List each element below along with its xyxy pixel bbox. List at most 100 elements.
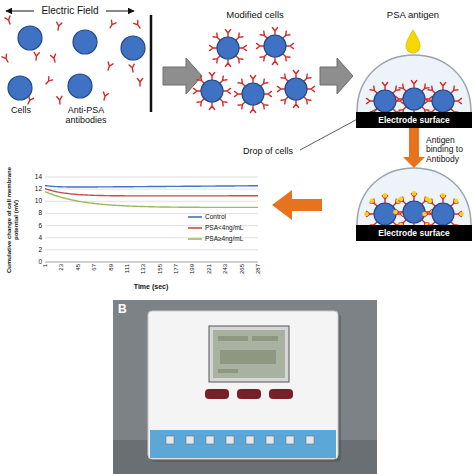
- antibody-symbol: [33, 52, 39, 60]
- antibody-symbol: [129, 64, 135, 72]
- callout-label: Drop of cells: [243, 147, 313, 157]
- cell: [18, 26, 42, 50]
- axis-tick: 67: [91, 264, 98, 282]
- axis-tick: 287: [255, 264, 262, 282]
- device-buttons: [205, 389, 293, 399]
- part-label: Anti-PSA antibodies: [55, 106, 117, 126]
- data-line: [45, 192, 258, 208]
- result-arrow: [272, 190, 322, 220]
- photo-background: [113, 300, 377, 474]
- axis-tick: 2: [24, 246, 42, 253]
- axis-tick: 221: [206, 264, 213, 282]
- modified-cells: [194, 28, 315, 113]
- cell: [68, 74, 92, 98]
- chart-series: [45, 186, 258, 208]
- data-line: [45, 189, 258, 196]
- antibody-symbol: [101, 92, 108, 101]
- connector-strip: [150, 430, 336, 458]
- legend-entry: PSA<4ng/mL: [188, 223, 260, 233]
- axis-tick: 0: [24, 258, 42, 265]
- electrode-sockets: [166, 436, 314, 444]
- axis-tick: 12: [24, 185, 42, 192]
- x-axis-line: [45, 262, 258, 263]
- step-label: Modified cells: [205, 10, 305, 20]
- antibody-symbol: [108, 20, 116, 29]
- data-line: [45, 186, 258, 188]
- axis-tick: 14: [24, 173, 42, 180]
- legend-line-sample: [188, 223, 202, 233]
- legend-text: Control: [205, 213, 226, 221]
- axis-tick: 10: [24, 197, 42, 204]
- legend-text: PSA<4ng/mL: [205, 224, 243, 232]
- antibody-symbol: [2, 54, 10, 63]
- axis-tick: 1: [42, 264, 49, 282]
- cells: [8, 26, 145, 100]
- axis-tick: 265: [238, 264, 245, 282]
- legend-line-sample: [188, 234, 202, 244]
- electrode-label: Electrode surface: [356, 225, 472, 241]
- drop-outline: [357, 168, 471, 225]
- legend-line-sample: [188, 238, 202, 240]
- axis-tick: 133: [140, 264, 147, 282]
- electrode-drop: Electrode surface: [356, 168, 472, 241]
- antibody-symbol: [55, 22, 61, 30]
- legend-entry: Control: [188, 212, 260, 222]
- cell: [73, 30, 97, 54]
- legend-text: PSA≥4ng/mL: [205, 235, 243, 243]
- modified-cell: [235, 76, 272, 113]
- electrode-label: Electrode surface: [356, 112, 472, 128]
- process-arrow: [409, 128, 419, 157]
- antibody-symbol: [137, 79, 142, 87]
- chart-gridlines: [45, 177, 258, 250]
- lcd-display: [213, 330, 285, 378]
- antibody-symbol: [106, 62, 113, 71]
- modified-cell: [396, 81, 433, 118]
- axis-tick: 6: [24, 222, 42, 229]
- free-antibodies: [2, 16, 143, 105]
- axis-tick: 243: [222, 264, 229, 282]
- axis-tick: 111: [124, 264, 131, 282]
- field-label: Electric Field: [20, 5, 120, 16]
- electrode-drop: Electrode surface: [356, 55, 472, 128]
- axis-tick: 89: [107, 264, 114, 282]
- electrode-plate: [150, 15, 153, 112]
- panel-letter: B: [118, 303, 134, 316]
- legend-line-sample: [188, 212, 202, 222]
- part-label: Cells: [3, 106, 39, 116]
- legend-line-sample: [188, 227, 202, 229]
- modified-cell: [194, 73, 231, 110]
- antibody-symbol: [44, 77, 53, 86]
- axis-tick: 177: [173, 264, 180, 282]
- antibody-symbol: [51, 54, 58, 63]
- legend-entry: PSA≥4ng/mL: [188, 234, 260, 244]
- axis-tick: 4: [24, 234, 42, 241]
- cell: [8, 76, 32, 100]
- step-label: PSA antigen: [363, 10, 463, 20]
- axis-title: Cumulative change of cell membrane poten…: [6, 165, 19, 275]
- drop-outline: [357, 55, 471, 112]
- axis-tick: 8: [24, 209, 42, 216]
- axis-tick: 23: [58, 264, 65, 282]
- axis-tick: 45: [74, 264, 81, 282]
- legend-line-sample: [188, 216, 202, 218]
- modified-cell: [278, 71, 315, 108]
- lcd-segments: [218, 336, 278, 373]
- antigen-drop: [406, 30, 420, 53]
- electrode-bar: [356, 112, 472, 128]
- antibody-symbol: [57, 96, 63, 104]
- electrode-bar: [356, 225, 472, 241]
- axis-tick: 155: [156, 264, 163, 282]
- process-arrow: [163, 58, 202, 94]
- axis-title: Time (sec): [116, 283, 186, 291]
- field-arrow: [106, 11, 134, 12]
- display-frame: [209, 326, 289, 382]
- axis-tick: 199: [189, 264, 196, 282]
- cell: [121, 36, 145, 60]
- modified-cell: [257, 28, 294, 65]
- device-body: [148, 311, 338, 459]
- antibody-symbol: [134, 20, 143, 29]
- field-arrow: [6, 11, 34, 12]
- antibody-symbol: [5, 16, 12, 25]
